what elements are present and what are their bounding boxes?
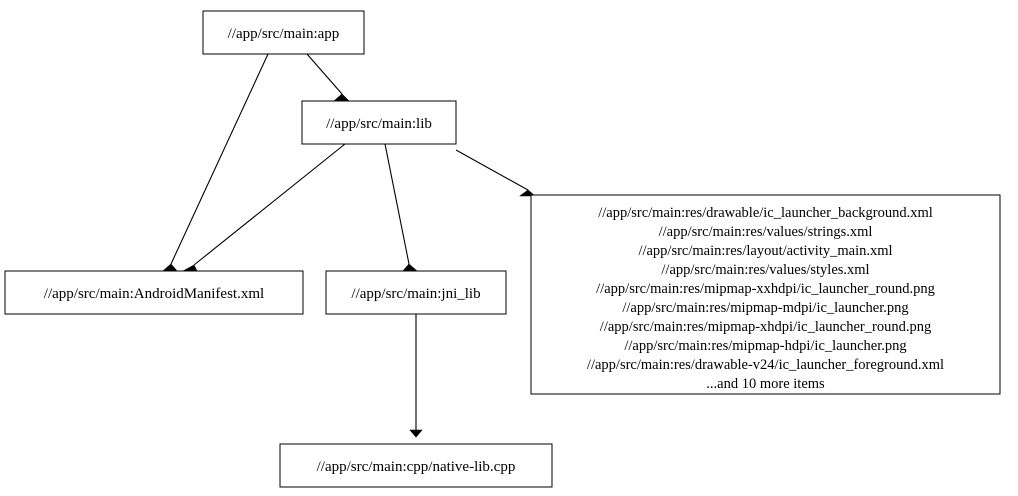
node-label-line: //app/src/main:res/drawable/ic_launcher_… bbox=[598, 205, 933, 221]
node-label-line: //app/src/main:res/mipmap-hdpi/ic_launch… bbox=[624, 338, 906, 354]
arrowhead-icon bbox=[409, 429, 423, 438]
node-label-line: //app/src/main:res/mipmap-xhdpi/ic_launc… bbox=[600, 319, 931, 335]
graph-edge-lib-to-manifest bbox=[182, 143, 346, 272]
graph-edge-jni-lib-to-native-lib bbox=[409, 314, 423, 438]
arrowhead-icon bbox=[402, 263, 418, 272]
graph-node-manifest[interactable]: //app/src/main:AndroidManifest.xml bbox=[4, 270, 304, 315]
arrowhead-icon bbox=[182, 264, 198, 272]
node-box[interactable] bbox=[4, 270, 304, 315]
graph-node-native_lib[interactable]: //app/src/main:cpp/native-lib.cpp bbox=[279, 443, 553, 488]
node-label: //app/src/main:lib bbox=[326, 116, 432, 132]
node-label: //app/src/main:cpp/native-lib.cpp bbox=[317, 459, 516, 475]
graph-node-app[interactable]: //app/src/main:app bbox=[202, 10, 365, 55]
edge-line bbox=[306, 53, 343, 95]
graph-edge-app-to-lib bbox=[306, 53, 350, 102]
graph-node-lib[interactable]: //app/src/main:lib bbox=[301, 100, 457, 145]
node-label-line: ...and 10 more items bbox=[706, 376, 825, 392]
graph-edge-lib-to-res-group bbox=[455, 149, 536, 197]
graph-edge-app-to-manifest bbox=[162, 53, 269, 272]
node-label: //app/src/main:AndroidManifest.xml bbox=[44, 286, 264, 302]
node-box[interactable] bbox=[301, 100, 457, 145]
arrowhead-icon bbox=[162, 263, 178, 272]
node-box[interactable] bbox=[202, 10, 365, 55]
arrowhead-icon bbox=[333, 93, 350, 102]
edge-line bbox=[170, 53, 269, 265]
node-label-line: //app/src/main:res/values/strings.xml bbox=[659, 224, 873, 240]
node-label-line: //app/src/main:res/layout/activity_main.… bbox=[638, 243, 892, 259]
edge-line bbox=[455, 149, 529, 191]
nodes-layer: //app/src/main:app //app/src/main:lib //ap… bbox=[4, 10, 1001, 488]
node-label: //app/src/main:app bbox=[228, 26, 340, 42]
node-box[interactable] bbox=[279, 443, 553, 488]
graph-node-jni_lib[interactable]: //app/src/main:jni_lib bbox=[325, 270, 507, 315]
edge-line bbox=[193, 143, 346, 266]
node-label-line: //app/src/main:res/values/styles.xml bbox=[661, 262, 869, 278]
node-label-line: //app/src/main:res/mipmap-xxhdpi/ic_laun… bbox=[596, 281, 935, 297]
graph-node-res_group[interactable]: //app/src/main:res/drawable/ic_launcher_… bbox=[530, 194, 1001, 395]
edge-line bbox=[384, 143, 410, 265]
edges-layer bbox=[162, 53, 536, 438]
graph-edge-lib-to-jni-lib bbox=[384, 143, 418, 272]
node-label-line: //app/src/main:res/mipmap-mdpi/ic_launch… bbox=[622, 300, 908, 316]
node-label: //app/src/main:jni_lib bbox=[351, 286, 480, 302]
node-box[interactable] bbox=[325, 270, 507, 315]
node-box[interactable] bbox=[530, 194, 1001, 395]
node-label-line: //app/src/main:res/drawable-v24/ic_launc… bbox=[587, 357, 944, 373]
